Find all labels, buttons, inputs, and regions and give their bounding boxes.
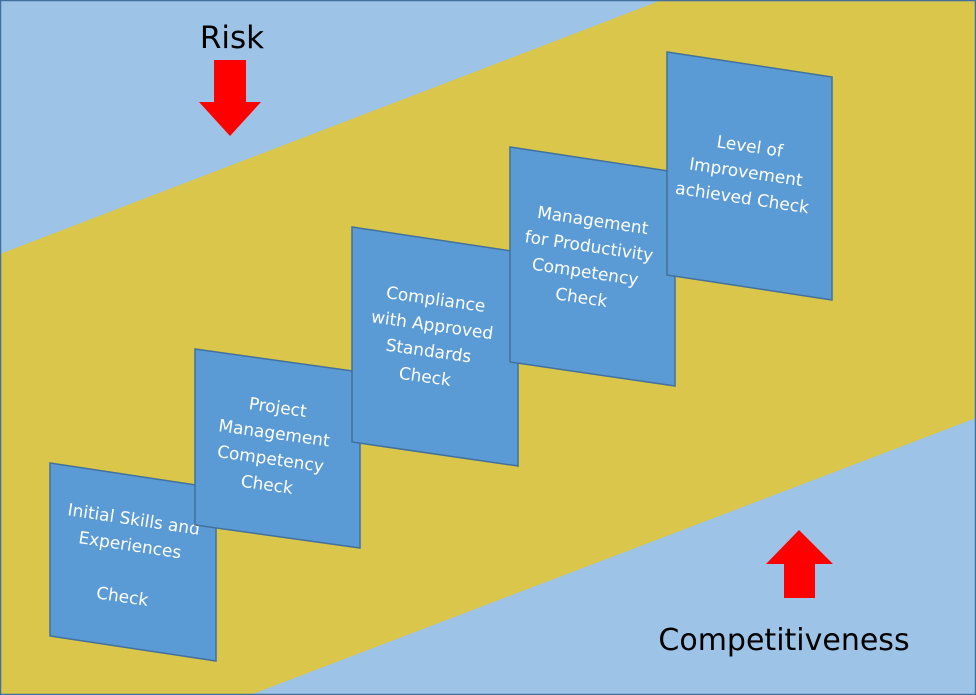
up-arrow-icon [766, 530, 833, 598]
step-panel [509, 146, 676, 387]
step-2: ProjectManagementCompetencyCheck [194, 348, 361, 549]
down-arrow-icon [199, 60, 261, 136]
risk-zone [0, 0, 662, 254]
step-panel [351, 226, 519, 467]
step-panel [666, 51, 833, 301]
competitiveness-label: Competitiveness [658, 623, 909, 658]
competitiveness-zone [250, 418, 976, 695]
step-panel [49, 462, 217, 662]
step-3: Compliancewith ApprovedStandardsCheck [351, 226, 519, 467]
step-panel [194, 348, 361, 549]
steps-layer: Initial Skills andExperiencesCheckProjec… [49, 51, 833, 662]
step-1: Initial Skills andExperiencesCheck [49, 462, 217, 662]
step-5: Level ofImprovementachieved Check [666, 51, 833, 301]
step-4: Managementfor ProductivityCompetencyChec… [509, 146, 676, 387]
risk-label: Risk [200, 20, 264, 56]
